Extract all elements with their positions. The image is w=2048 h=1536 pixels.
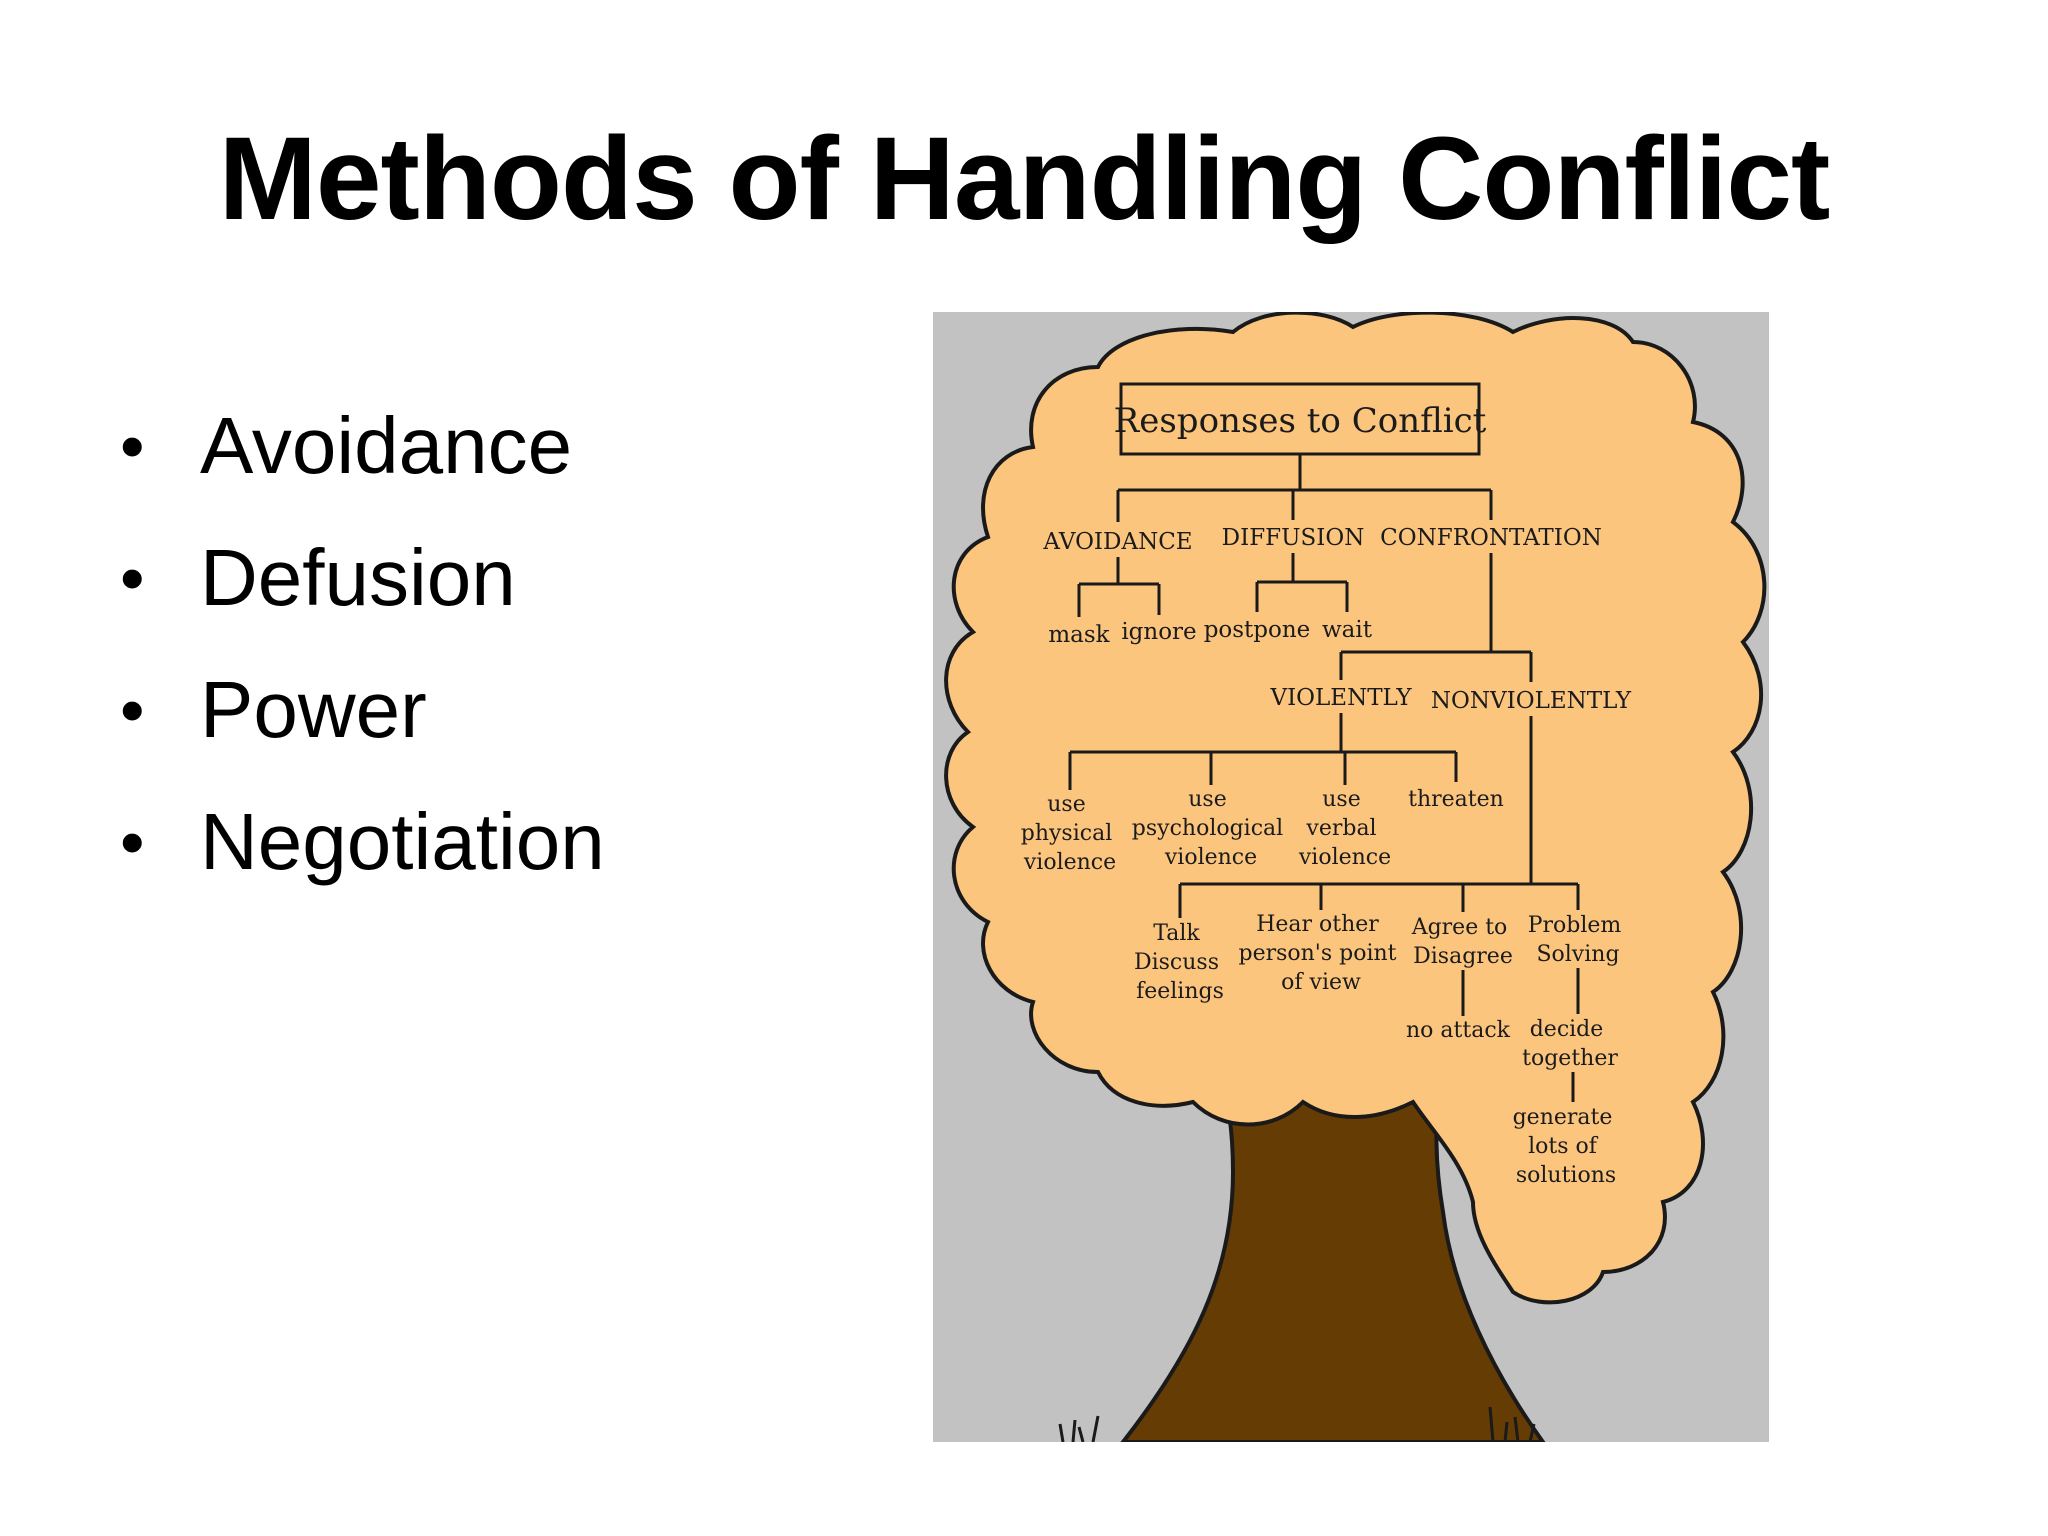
bullet-item: • Defusion [120,512,605,644]
tree-connector-lines [1068,454,1580,1102]
nonviolently-child-line: Talk [1153,921,1200,946]
bullet-text: Avoidance [200,401,573,490]
violently-child: use verbal violence [1298,787,1391,870]
agree-child: no attack [1406,1018,1511,1043]
branch-avoidance: AVOIDANCE [1042,529,1192,555]
bullet-text: Defusion [200,533,516,622]
problem-grandchild-line: generate [1513,1105,1613,1130]
violently-child-line: psychological [1132,816,1283,841]
problem-grandchild-line: lots of [1528,1134,1599,1159]
nonviolently-child-line: Disagree [1413,944,1513,969]
violently-child-line: verbal [1305,816,1376,841]
bullet-item: • Power [120,644,605,776]
diffusion-child: postpone [1204,617,1311,643]
bullet-dot-icon: • [120,803,145,881]
root-box [1119,382,1481,456]
violently-child-line: use [1322,787,1360,812]
problem-grandchild: generate lots of solutions [1513,1105,1620,1188]
branch-confrontation: CONFRONTATION [1380,525,1602,551]
nonviolently-child-line: of view [1281,970,1361,995]
bullet-text: Power [200,665,427,754]
nonviolently-child-line: Discuss [1134,950,1219,975]
violently-child: threaten [1408,787,1504,812]
violently-child: use psychological violence [1132,787,1290,870]
bullet-list: • Avoidance • Defusion • Power • Negotiation [120,380,605,908]
conflict-tree-figure: Responses to Conflict AVOIDANCE DIFFUSIO… [933,312,1769,1442]
nonviolently-child-line: Solving [1536,942,1619,967]
bullet-item: • Negotiation [120,776,605,908]
violently-child-line: violence [1164,845,1257,870]
nonviolently-child-line: Hear other [1256,912,1379,937]
violently-child-line: use [1188,787,1226,812]
problem-child-line: together [1522,1046,1618,1071]
nonviolently-child-line: Agree to [1411,915,1508,940]
violently-child-line: violence [1298,845,1391,870]
nonviolently-child-line: Problem [1528,913,1622,938]
confrontation-child-violently: VIOLENTLY [1269,685,1412,711]
nonviolently-child: Agree to Disagree [1411,915,1515,969]
bullet-item: • Avoidance [120,380,605,512]
problem-child-line: decide [1530,1017,1604,1042]
nonviolently-child-line: feelings [1136,979,1224,1004]
nonviolently-child-line: person's point [1238,941,1396,966]
branch-diffusion: DIFFUSION [1222,525,1365,551]
violently-child-line: violence [1023,850,1116,875]
root-label: Responses to Conflict [1114,401,1487,441]
confrontation-child-nonviolently: NONVIOLENTLY [1431,688,1632,714]
avoidance-child: ignore [1121,619,1196,645]
violently-child-line: use [1047,792,1085,817]
bullet-text: Negotiation [200,797,605,886]
diffusion-child: wait [1322,617,1373,643]
tree-foliage [944,312,1767,1305]
nonviolently-child: Problem Solving [1528,913,1629,967]
slide-title: Methods of Handling Conflict [218,113,1831,245]
violently-child-line: physical [1021,821,1112,846]
nonviolently-child: Talk Discuss feelings [1134,921,1226,1004]
problem-child: decide together [1522,1017,1618,1071]
bullet-dot-icon: • [120,671,145,749]
bullet-dot-icon: • [120,539,145,617]
avoidance-child: mask [1048,622,1110,648]
violently-child: use physical violence [1021,792,1119,875]
nonviolently-child: Hear other person's point of view [1238,912,1403,995]
problem-grandchild-line: solutions [1516,1163,1616,1188]
grass-tufts [1058,1406,1536,1442]
conflict-tree-svg: Responses to Conflict AVOIDANCE DIFFUSIO… [933,312,1769,1442]
bullet-dot-icon: • [120,407,145,485]
